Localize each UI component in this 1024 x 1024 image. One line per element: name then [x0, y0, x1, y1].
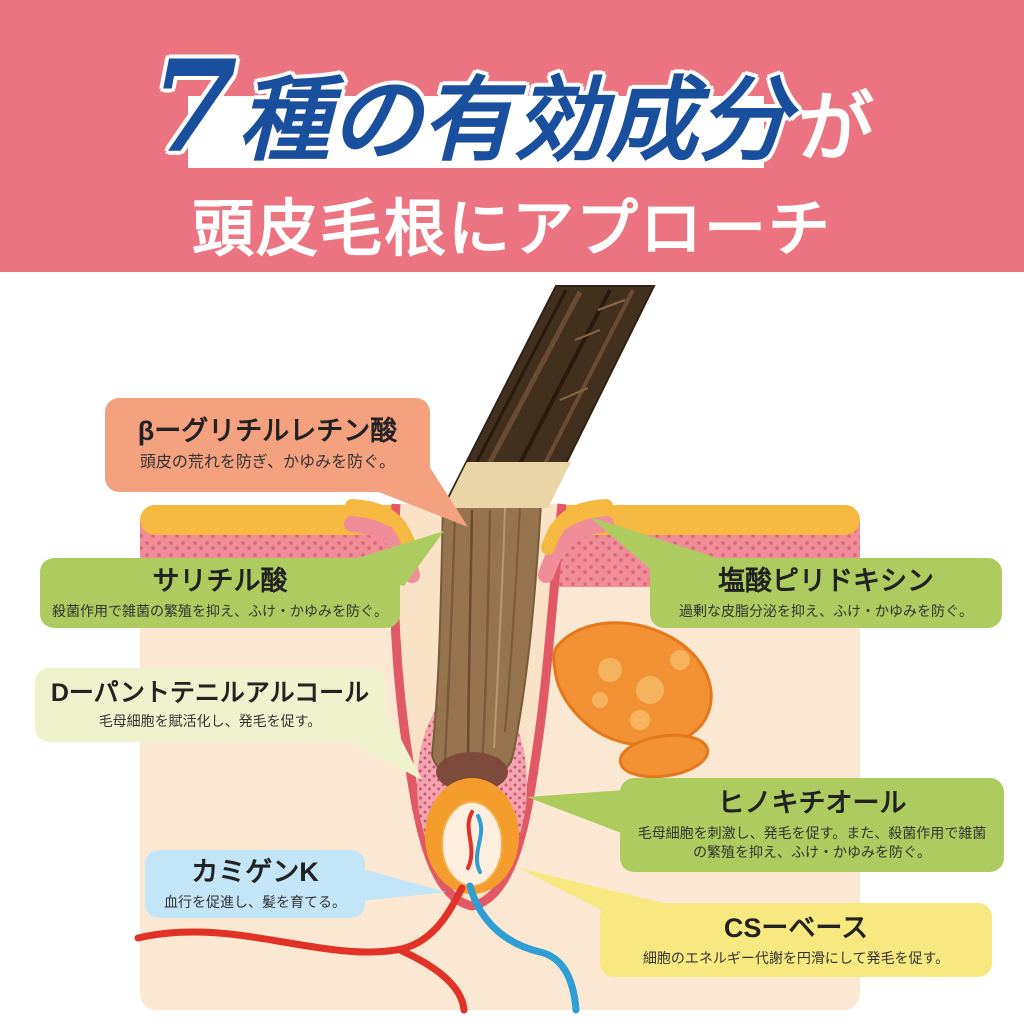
title-text: 種の有効成分 — [237, 66, 790, 174]
hair-follicle — [389, 503, 567, 911]
title-number: 7 — [150, 33, 238, 181]
title-suffix: が — [797, 83, 874, 172]
ingredient-description: 殺菌作用で雑菌の繁殖を抑え、ふけ・かゆみを防ぐ。 — [52, 602, 388, 619]
ingredient-description: 血行を促進し、髪を育てる。 — [164, 893, 346, 910]
ingredient-description: 頭皮の荒れを防ぎ、かゆみを防ぐ。 — [139, 454, 396, 472]
header-banner: 7 種の有効成分 が 頭皮毛根にアプローチ — [0, 0, 1024, 272]
ingredient-name: 塩酸ピリドキシン — [718, 565, 934, 596]
ingredient-name: CSーベース — [723, 912, 869, 943]
main-title: 7 種の有効成分 が — [0, 28, 1024, 170]
callout-pyridoxine-hydrochloride: 塩酸ピリドキシン 過剰な皮脂分泌を抑え、ふけ・かゆみを防ぐ。 — [650, 558, 1002, 628]
sebaceous-gland — [552, 621, 713, 779]
ingredient-description: 過剰な皮脂分泌を抑え、ふけ・かゆみを防ぐ。 — [679, 602, 973, 619]
ingredient-name: サリチル酸 — [152, 565, 288, 596]
callout-cs-base: CSーベース 細胞のエネルギー代謝を円滑にして発毛を促す。 — [600, 903, 992, 977]
ingredient-description: 細胞のエネルギー代謝を円滑にして発毛を促す。 — [642, 949, 950, 966]
subtitle: 頭皮毛根にアプローチ — [191, 192, 832, 265]
ingredient-name: カミゲンK — [191, 856, 319, 887]
callout-pointer — [352, 866, 446, 902]
dermal-papilla — [425, 778, 519, 894]
hair-bulb — [417, 685, 527, 885]
hair-root — [430, 503, 543, 792]
ingredient-description: 毛母細胞を刺激し、発毛を促す。また、殺菌作用で雑菌の繁殖を抑え、ふけ・かゆみを防… — [637, 825, 987, 861]
callout-hinokitiol: ヒノキチオール 毛母細胞を刺激し、発毛を促す。また、殺菌作用で雑菌の繁殖を抑え、… — [620, 778, 1004, 872]
ingredient-name: Dーパントテニルアルコール — [50, 678, 370, 707]
callout-salicylic-acid: サリチル酸 殺菌作用で雑菌の繁殖を抑え、ふけ・かゆみを防ぐ。 — [40, 558, 400, 628]
callout-beta-glycyrrhetinic-acid: βーグリチルレチン酸 頭皮の荒れを防ぎ、かゆみを防ぐ。 — [105, 398, 430, 492]
hair-shaft — [442, 285, 656, 508]
inner-root-sheath — [444, 462, 571, 508]
ingredient-description: 毛母細胞を賦活化し、発毛を促す。 — [98, 713, 322, 730]
callout-pointer — [527, 790, 624, 834]
callout-d-pantothenyl-alcohol: Dーパントテニルアルコール 毛母細胞を賦活化し、発毛を促す。 — [35, 668, 385, 742]
ingredient-name: βーグリチルレチン酸 — [137, 416, 398, 447]
ingredient-name: ヒノキチオール — [717, 788, 907, 819]
callout-kamigen-k: カミゲンK 血行を促進し、髪を育てる。 — [145, 850, 365, 918]
title-highlight-stripe — [188, 96, 764, 168]
